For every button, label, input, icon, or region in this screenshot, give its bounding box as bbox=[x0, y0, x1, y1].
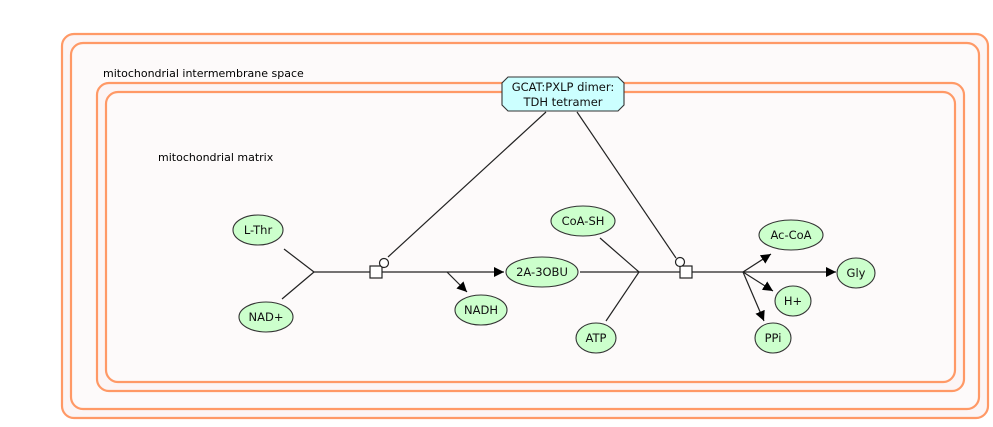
entity-label: 2A-3OBU bbox=[516, 265, 568, 279]
entity-shape bbox=[238, 301, 294, 333]
edge-atp-input bbox=[605, 271, 640, 322]
process-node-1[interactable] bbox=[369, 265, 383, 279]
entity-atp[interactable]: ATP bbox=[575, 322, 617, 354]
entity-shape bbox=[575, 322, 617, 354]
complex-label-line2: TDH tetramer bbox=[522, 95, 602, 109]
entity-label: NADH bbox=[464, 303, 498, 317]
entity-shape bbox=[758, 219, 824, 251]
entity-accoa[interactable]: Ac-CoA bbox=[758, 219, 824, 251]
entity-label: Ac-CoA bbox=[770, 228, 811, 242]
complex-label-line1: GCAT:PXLP dimer: bbox=[512, 80, 615, 94]
edge-nad-input bbox=[281, 271, 315, 300]
entity-label: ATP bbox=[586, 331, 607, 345]
reaction-2-edges bbox=[576, 111, 836, 322]
entity-gly[interactable]: Gly bbox=[836, 257, 876, 289]
complex-shape bbox=[501, 76, 625, 112]
entity-nadplus[interactable]: NAD+ bbox=[238, 301, 294, 333]
compartment-label-matrix: mitochondrial matrix bbox=[158, 151, 274, 164]
entity-shape bbox=[754, 322, 792, 354]
entity-hplus[interactable]: H+ bbox=[774, 285, 812, 317]
edge-output-hplus bbox=[742, 271, 774, 292]
entity-label: NAD+ bbox=[249, 310, 284, 324]
entity-shape bbox=[836, 257, 876, 289]
entity-shape bbox=[774, 285, 812, 317]
compartment-matrix[interactable]: mitochondrial matrix bbox=[95, 81, 966, 393]
complex-gcat-pxlp-tdh[interactable]: GCAT:PXLP dimer: TDH tetramer bbox=[501, 76, 625, 112]
compartment-inner-border bbox=[104, 90, 957, 384]
entity-shape bbox=[550, 205, 616, 237]
edge-output-nadh bbox=[446, 271, 468, 293]
entity-shape bbox=[232, 214, 284, 246]
entity-shape bbox=[454, 294, 508, 326]
edge-output-accoa bbox=[742, 253, 772, 273]
edge-catalysis-1 bbox=[387, 111, 547, 258]
entity-2a3obu[interactable]: 2A-3OBU bbox=[505, 256, 579, 288]
entity-label: L-Thr bbox=[244, 223, 273, 237]
entity-label: Gly bbox=[847, 266, 866, 280]
catalysis-marker-1 bbox=[378, 257, 390, 269]
edge-coash-input bbox=[599, 237, 640, 273]
process-node-2[interactable] bbox=[679, 265, 693, 279]
entity-lthr[interactable]: L-Thr bbox=[232, 214, 284, 246]
compartment-label-intermembrane: mitochondrial intermembrane space bbox=[103, 67, 304, 80]
catalysis-marker-2 bbox=[674, 256, 686, 268]
edge-output-ppi bbox=[742, 271, 765, 322]
edge-lthr-input bbox=[283, 248, 315, 273]
entity-label: CoA-SH bbox=[562, 214, 605, 228]
reaction-1-edges bbox=[281, 111, 547, 300]
entity-label: PPi bbox=[765, 331, 782, 345]
entity-coash[interactable]: CoA-SH bbox=[550, 205, 616, 237]
edge-catalysis-2 bbox=[576, 111, 677, 259]
entity-ppi[interactable]: PPi bbox=[754, 322, 792, 354]
entity-label: H+ bbox=[784, 294, 802, 308]
entity-shape bbox=[505, 256, 579, 288]
entity-nadh[interactable]: NADH bbox=[454, 294, 508, 326]
